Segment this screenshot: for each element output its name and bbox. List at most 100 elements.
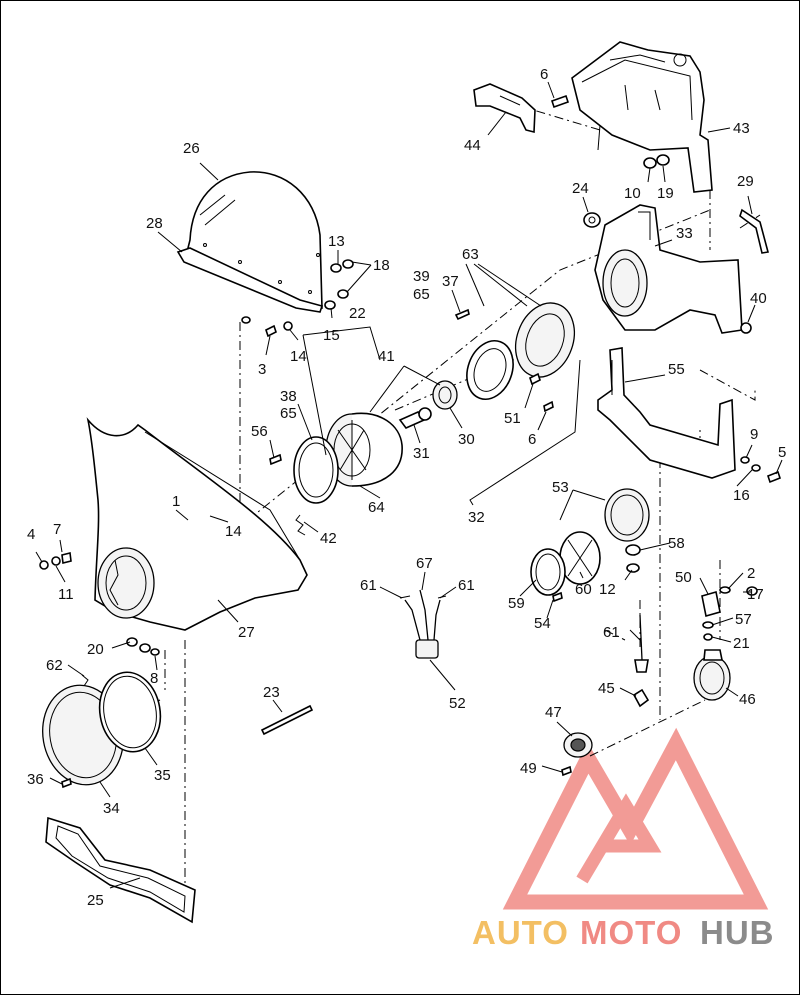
callout: 30 [458,431,475,448]
callout: 4 [27,526,35,543]
callout: 57 [735,611,752,628]
part-38-trim-ring [293,436,339,504]
callout: 14 [225,523,242,540]
callout: 26 [183,140,200,157]
callout: 32 [468,509,485,526]
callout: 21 [733,635,750,652]
callout: 35 [154,767,171,784]
callout: 28 [146,215,163,232]
callout: 55 [668,361,685,378]
callout: 51 [504,410,521,427]
callout: 33 [676,225,693,242]
callout: 46 [739,691,756,708]
callout: 23 [263,684,280,701]
callout: 18 [373,257,390,274]
callout: 27 [238,624,255,641]
part-50-mount-hardware [701,586,758,641]
callout: 59 [508,595,525,612]
part-58-12-washers [625,544,641,573]
part-55-bracket [597,347,736,479]
callout: 31 [413,445,430,462]
callout: 40 [750,290,767,307]
callout: 52 [449,695,466,712]
callout: 7 [53,521,61,538]
callout: 29 [737,173,754,190]
callout: 42 [320,530,337,547]
part-51-6-screws [529,372,554,413]
part-40-nut [740,322,752,334]
part-24-nut [583,212,601,228]
part-25-gasket [45,816,196,924]
callout: 65 [413,286,430,303]
callout: 65 [280,405,297,422]
part-23-rod [260,704,314,736]
part-5-9-16-fasteners [740,456,781,484]
callout: 61 [360,577,377,594]
part-6-screw [550,94,570,109]
callout: 67 [416,555,433,572]
part-13-18-fasteners [330,259,354,299]
callout: 54 [534,615,551,632]
callout: 45 [598,680,615,697]
callout: 44 [464,137,481,154]
callout: 9 [750,426,758,443]
part-47-49-socket [561,732,593,777]
part-37-screw [454,308,470,321]
callout: 41 [378,348,395,365]
watermark-text: AUTO MOTO HUB [472,914,775,951]
callout: 13 [328,233,345,250]
callout: 53 [552,479,569,496]
part-44-bracket [473,83,536,134]
part-20-8-hardware [126,637,160,656]
part-42-spring [295,514,306,536]
callout: 24 [572,180,589,197]
callout: 12 [599,581,616,598]
callout: 61 [458,577,475,594]
callout: 11 [58,586,74,603]
part-29-hex-key [739,208,769,254]
part-3-14-15-hardware [241,300,336,338]
callout: 61 [603,624,620,641]
watermark-moto: MOTO [580,914,682,951]
callout: 50 [675,569,692,586]
part-30-adapter [432,380,458,410]
part-61-45-bulb-wire [632,614,650,708]
callout: 5 [778,444,786,461]
callout: 6 [528,431,536,448]
callout: 58 [668,535,685,552]
callout: 16 [733,487,750,504]
callout: 3 [258,361,266,378]
part-4-7-11-hardware [39,552,72,570]
callout: 62 [46,657,63,674]
callout: 17 [747,586,764,603]
watermark-auto: AUTO [472,914,569,951]
callout: 19 [657,185,674,202]
callout: 10 [624,185,641,202]
part-31-bulb [398,407,432,429]
callout: 56 [251,423,268,440]
part-54-screw [552,591,563,603]
callout: 64 [368,499,385,516]
part-26-windshield [184,171,323,309]
watermark-hub: HUB [700,914,775,951]
callout: 8 [150,670,158,687]
callout: 2 [747,565,755,582]
callout-numbers: 6 43 44 10 19 24 29 26 28 13 18 33 63 39… [27,66,786,909]
watermark-logo [502,727,769,910]
callout: 6 [540,66,548,83]
callout: 49 [520,760,537,777]
callout: 39 [413,268,430,285]
callout: 47 [545,704,562,721]
part-34-35-bezel-rings [42,671,162,786]
part-33-headlamp-mount [594,204,743,334]
part-63-housing-ring [466,302,575,400]
callout: 43 [733,120,750,137]
callout: 38 [280,388,297,405]
leader-lines [35,81,783,889]
part-27-fairing [86,417,308,631]
callout: 60 [575,581,592,598]
callout: 36 [27,771,44,788]
callout: 25 [87,892,104,909]
